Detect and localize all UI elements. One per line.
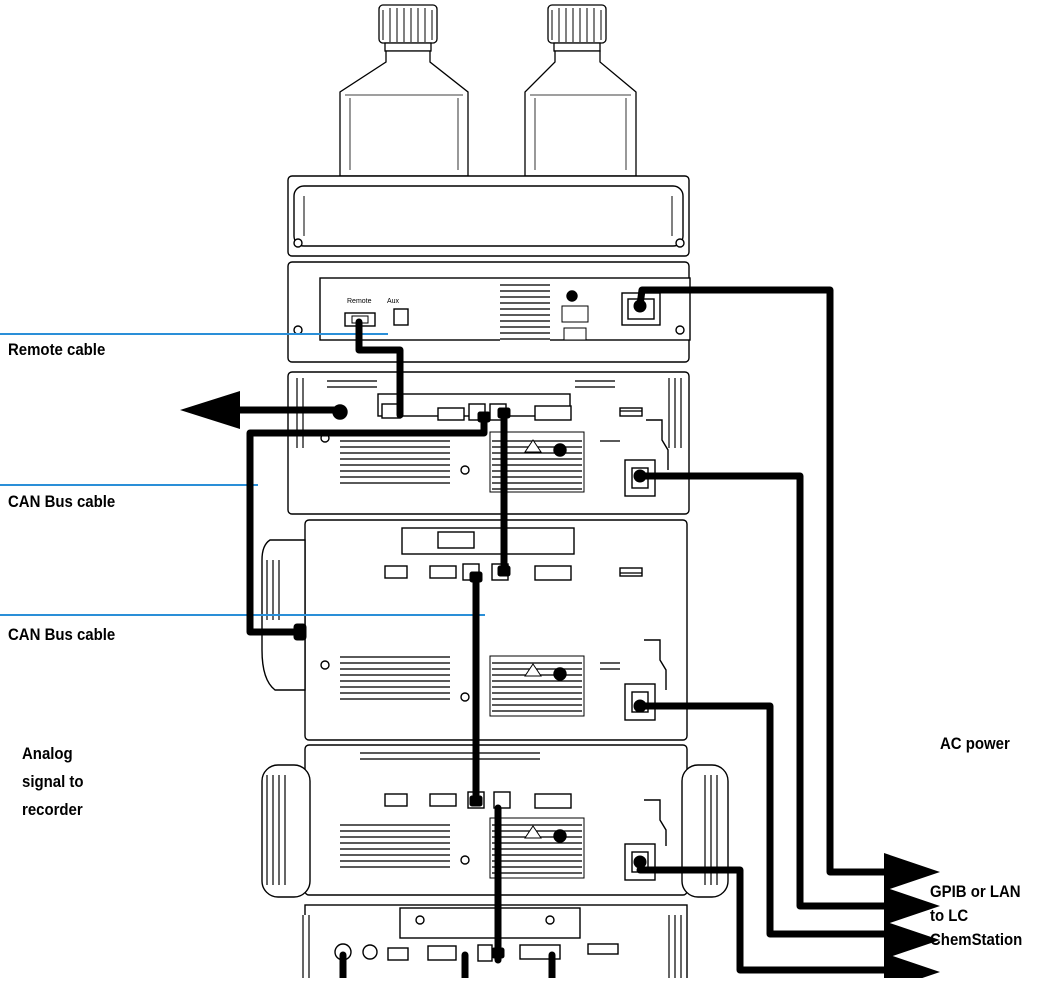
analog-signal-line-1: Analog bbox=[22, 744, 73, 763]
ac-power-arrowhead-3 bbox=[884, 953, 940, 983]
can-bus-cable-label-2: CAN Bus cable bbox=[8, 625, 116, 644]
callout-lines bbox=[0, 333, 485, 616]
solvent-bottle-right bbox=[524, 4, 637, 177]
connectors bbox=[293, 299, 647, 959]
remote-port-label: Remote bbox=[347, 298, 372, 305]
remote-cable-label: Remote cable bbox=[8, 340, 106, 359]
cables bbox=[246, 286, 894, 982]
gpib-lan-label: GPIB or LAN to LC ChemStation bbox=[930, 880, 1022, 952]
remote-cable bbox=[355, 318, 404, 419]
aux-port-label: Aux bbox=[387, 298, 400, 305]
ac-power-arrowhead-2 bbox=[884, 921, 940, 959]
can-bus-cable-left-loop bbox=[246, 411, 488, 636]
gpib-lan-arrowhead bbox=[884, 853, 940, 891]
analog-signal-line-3: recorder bbox=[22, 800, 83, 819]
gpib-lan-line-3: ChemStation bbox=[930, 930, 1023, 949]
gpib-lan-line-2: to LC bbox=[930, 906, 969, 925]
can-bus-cable-label-1: CAN Bus cable bbox=[8, 492, 116, 511]
ac-power-label: AC power bbox=[940, 734, 1010, 753]
analog-signal-label: Analog signal to recorder bbox=[22, 740, 84, 824]
autosampler-module bbox=[261, 519, 688, 741]
arrowheads bbox=[180, 391, 940, 983]
detector-module bbox=[300, 904, 688, 983]
solvent-bottle-left bbox=[339, 4, 469, 177]
solvent-cabinet bbox=[287, 175, 690, 257]
degasser-module: Remote Aux bbox=[287, 261, 691, 363]
gpib-lan-line-1: GPIB or LAN bbox=[930, 882, 1021, 901]
ac-power-cable-autosampler bbox=[636, 702, 894, 938]
ac-power-cable-pump bbox=[636, 472, 894, 910]
ac-power-arrowhead-1 bbox=[884, 887, 940, 925]
analog-signal-arrowhead bbox=[180, 391, 240, 429]
ac-power-cable-degasser bbox=[636, 286, 894, 876]
ac-power-cable-column bbox=[636, 866, 894, 974]
analog-signal-line-2: signal to bbox=[22, 772, 84, 791]
pump-module bbox=[287, 371, 690, 515]
